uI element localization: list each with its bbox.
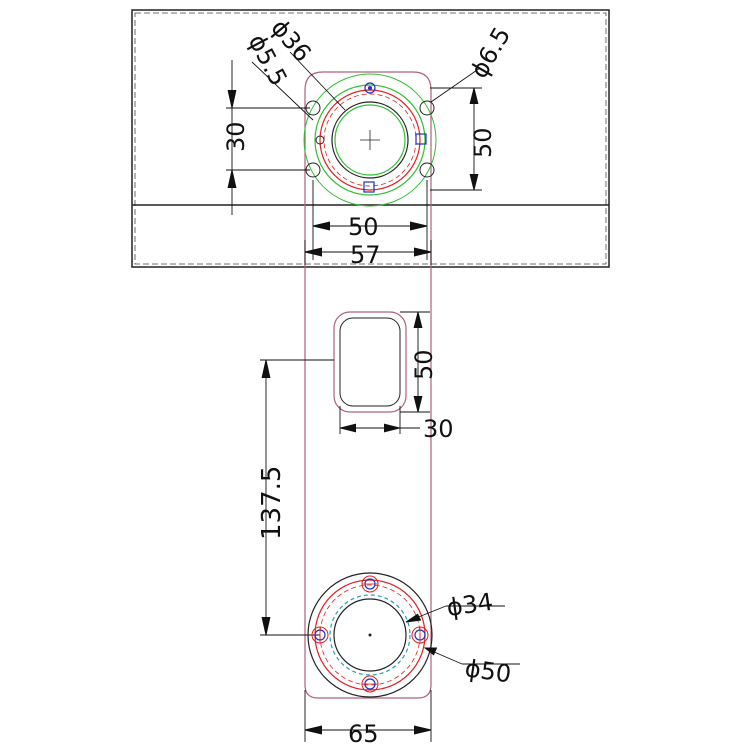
dim-slot-30: 30 <box>423 415 454 443</box>
dim-top-57: 57 <box>350 241 381 269</box>
dim-top-50-horizontal: 50 <box>348 213 379 241</box>
bolt-left <box>311 626 329 644</box>
slot-dimensions <box>260 311 430 636</box>
dim-offset-137-5: 137.5 <box>257 466 287 540</box>
top-panel <box>131 9 610 268</box>
top-dimensions <box>226 51 482 265</box>
dim-top-50-vertical: 50 <box>469 127 497 158</box>
dim-top-30: 30 <box>222 121 250 152</box>
bolt-top <box>361 575 379 593</box>
bottom-dimensions <box>304 605 520 742</box>
dim-top-d65: ϕ6.5 <box>465 22 516 83</box>
dim-bottom-65: 65 <box>348 720 379 748</box>
bolt-bottom <box>361 675 379 693</box>
mounting-plate <box>304 71 432 699</box>
dim-bottom-d34: ϕ34 <box>445 588 495 622</box>
top-flange <box>303 73 437 207</box>
bolt-right <box>411 626 429 644</box>
dim-slot-50: 50 <box>410 349 438 380</box>
slot <box>333 311 407 413</box>
dim-bottom-d50: ϕ50 <box>463 654 513 688</box>
bottom-flange <box>307 572 433 698</box>
hole-top-right <box>419 100 435 116</box>
hole-bottom-right <box>419 162 435 178</box>
